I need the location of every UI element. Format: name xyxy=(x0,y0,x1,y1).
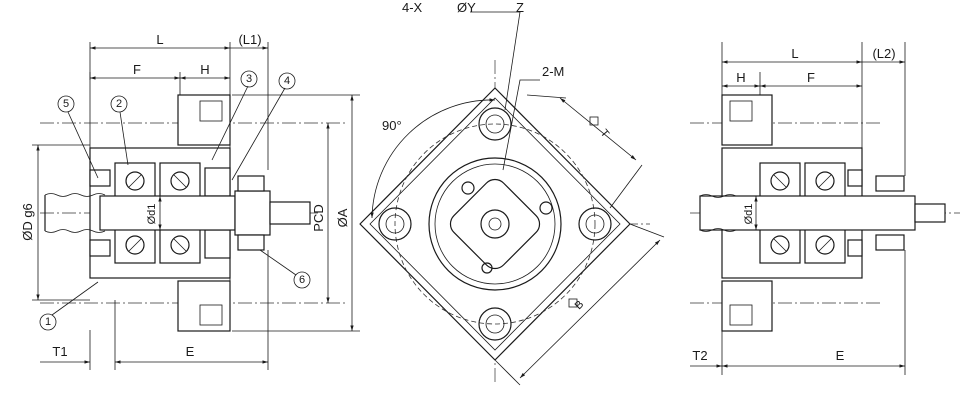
bearing-set xyxy=(114,162,201,264)
housing-circle xyxy=(428,157,562,291)
callout-5: 5 xyxy=(57,95,75,113)
svg-text:1: 1 xyxy=(45,316,51,328)
callout-4: 4 xyxy=(278,72,296,90)
label-counterbore: ØY xyxy=(457,0,476,15)
dim-PCD: PCD xyxy=(311,204,326,231)
callout-1: 1 xyxy=(39,313,57,331)
label-B: B xyxy=(573,298,587,312)
right-view: L (L2) H F Ød1 T2 E xyxy=(690,42,960,375)
shaft-right xyxy=(699,195,916,231)
dim-T2: T2 xyxy=(692,348,707,363)
dim-F-left: F xyxy=(133,62,141,77)
dim-d1-left: Ød1 xyxy=(146,204,158,225)
dim-D: ØD g6 xyxy=(20,203,35,241)
callout-2: 2 xyxy=(110,95,128,113)
dim-L-left: L xyxy=(156,32,163,47)
dim-E-left: E xyxy=(186,344,195,359)
dim-T1: T1 xyxy=(52,344,67,359)
left-section-view: 1 2 3 4 5 6 L (L1) F H ØD g6 Ød1 PCD ØA xyxy=(20,32,360,370)
label-angle: 90° xyxy=(382,118,402,133)
dim-H-left: H xyxy=(200,62,209,77)
flange-bottom xyxy=(177,280,231,332)
dim-F-right: F xyxy=(807,70,815,85)
label-holes: 4-X xyxy=(402,0,423,15)
dim-H-right: H xyxy=(736,70,745,85)
flange-top xyxy=(177,94,231,146)
svg-text:6: 6 xyxy=(299,274,305,286)
flange-right-top xyxy=(721,94,773,146)
locknut xyxy=(234,190,271,236)
shaft-center xyxy=(480,209,510,239)
shaft xyxy=(99,195,236,231)
flange-right-bottom xyxy=(721,280,773,332)
front-view: 4-X ØY Z 2-M 90° T B xyxy=(359,0,665,386)
dim-d1-right: Ød1 xyxy=(743,204,755,225)
svg-text:5: 5 xyxy=(63,98,69,110)
label-tap: 2-M xyxy=(542,64,564,79)
dim-L2: (L2) xyxy=(872,46,895,61)
dim-A: ØA xyxy=(335,208,350,227)
callout-3: 3 xyxy=(240,70,258,88)
bolt-holes xyxy=(378,107,612,341)
svg-text:3: 3 xyxy=(246,73,252,85)
callout-6: 6 xyxy=(293,271,311,289)
dim-E-right: E xyxy=(836,348,845,363)
svg-text:4: 4 xyxy=(284,75,290,87)
dim-L-right: L xyxy=(791,46,798,61)
svg-text:2: 2 xyxy=(116,98,122,110)
label-depth: Z xyxy=(516,0,524,15)
dim-L1: (L1) xyxy=(238,32,261,47)
